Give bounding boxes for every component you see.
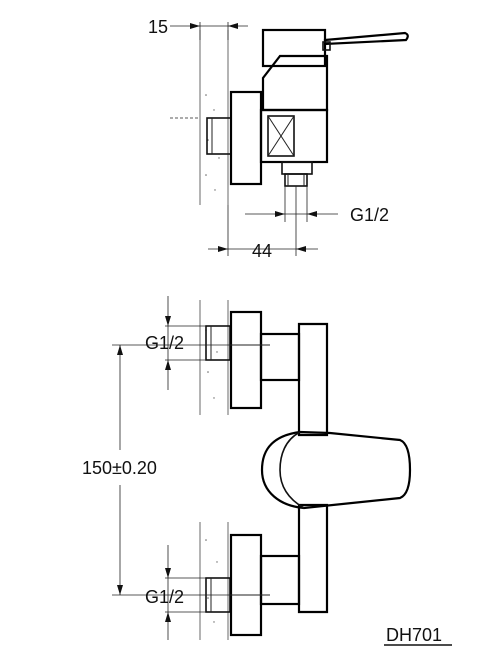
dim-44-arrow-a	[218, 246, 228, 252]
lower-escutcheon	[229, 533, 263, 637]
cartridge-housing	[261, 28, 327, 68]
dim-top-offset: 15	[148, 17, 168, 37]
dim-150-arrow-b	[117, 585, 123, 595]
dim-depth: 44	[252, 241, 272, 261]
outlet-nut	[281, 161, 313, 175]
upper-inlet-thread	[205, 325, 231, 361]
dim-upper-arrow-b	[165, 360, 171, 370]
mixer-lower-body	[297, 503, 329, 614]
nut-box	[267, 115, 295, 157]
model-code: DH701	[386, 625, 442, 645]
dim-44-arrow-b	[296, 246, 306, 252]
lower-connector	[259, 554, 301, 606]
front-view: G1/2 150±0.20 G1/2	[82, 296, 412, 640]
dim-side-thread: G1/2	[350, 205, 389, 225]
mixer-body	[261, 54, 329, 112]
dim-upper-arrow-a	[165, 316, 171, 326]
dim-lower-arrow-a	[165, 568, 171, 578]
dim-lower-inlet-thread: G1/2	[145, 587, 184, 607]
upper-connector	[259, 332, 301, 382]
side-view: 15 G1/2 44	[148, 17, 409, 261]
escutcheon-plate	[229, 90, 263, 186]
dim-g12-arrow-b	[307, 211, 317, 217]
mixer-upper-body	[297, 322, 329, 437]
dim-g12-arrow-a	[275, 211, 285, 217]
dim-15-arrow-a	[190, 23, 200, 29]
front-handle	[260, 430, 412, 510]
nut-cross-b	[267, 115, 295, 157]
handle-curve	[279, 431, 305, 509]
dim-15-arrow-b	[228, 23, 238, 29]
dim-center-distance: 150±0.20	[82, 458, 157, 478]
dim-upper-inlet-thread: G1/2	[145, 333, 184, 353]
lever-handle	[323, 31, 409, 46]
wall-specks-top	[205, 94, 220, 191]
upper-escutcheon	[229, 310, 263, 410]
wall-pipe-thread	[206, 117, 232, 155]
handle-pin	[322, 41, 331, 51]
dim-150-arrow-a	[117, 345, 123, 355]
dim-lower-arrow-b	[165, 612, 171, 622]
